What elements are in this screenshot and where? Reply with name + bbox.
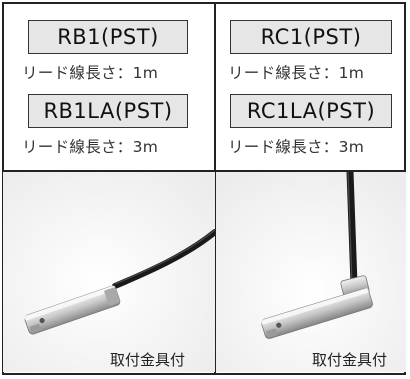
lead-length-rc1la: リード線長さ：3m <box>228 138 365 156</box>
lead-length-rb1: リード線長さ：1m <box>22 64 159 82</box>
model-label-rb1la: RB1LA(PST) <box>28 94 188 128</box>
sensor-rb1-image <box>3 172 215 372</box>
lead-length-rb1la: リード線長さ：3m <box>22 138 159 156</box>
row-divider <box>2 170 406 172</box>
model-label-rc1la: RC1LA(PST) <box>230 94 392 128</box>
column-divider <box>214 2 216 375</box>
caption-with-bracket-left: 取付金具付 <box>110 351 186 369</box>
sensor-rc1-image <box>216 172 406 372</box>
model-label-rc1: RC1(PST) <box>230 20 392 54</box>
caption-with-bracket-right: 取付金具付 <box>312 351 388 369</box>
model-label-rb1: RB1(PST) <box>28 20 188 54</box>
lead-length-rc1: リード線長さ：1m <box>228 64 365 82</box>
